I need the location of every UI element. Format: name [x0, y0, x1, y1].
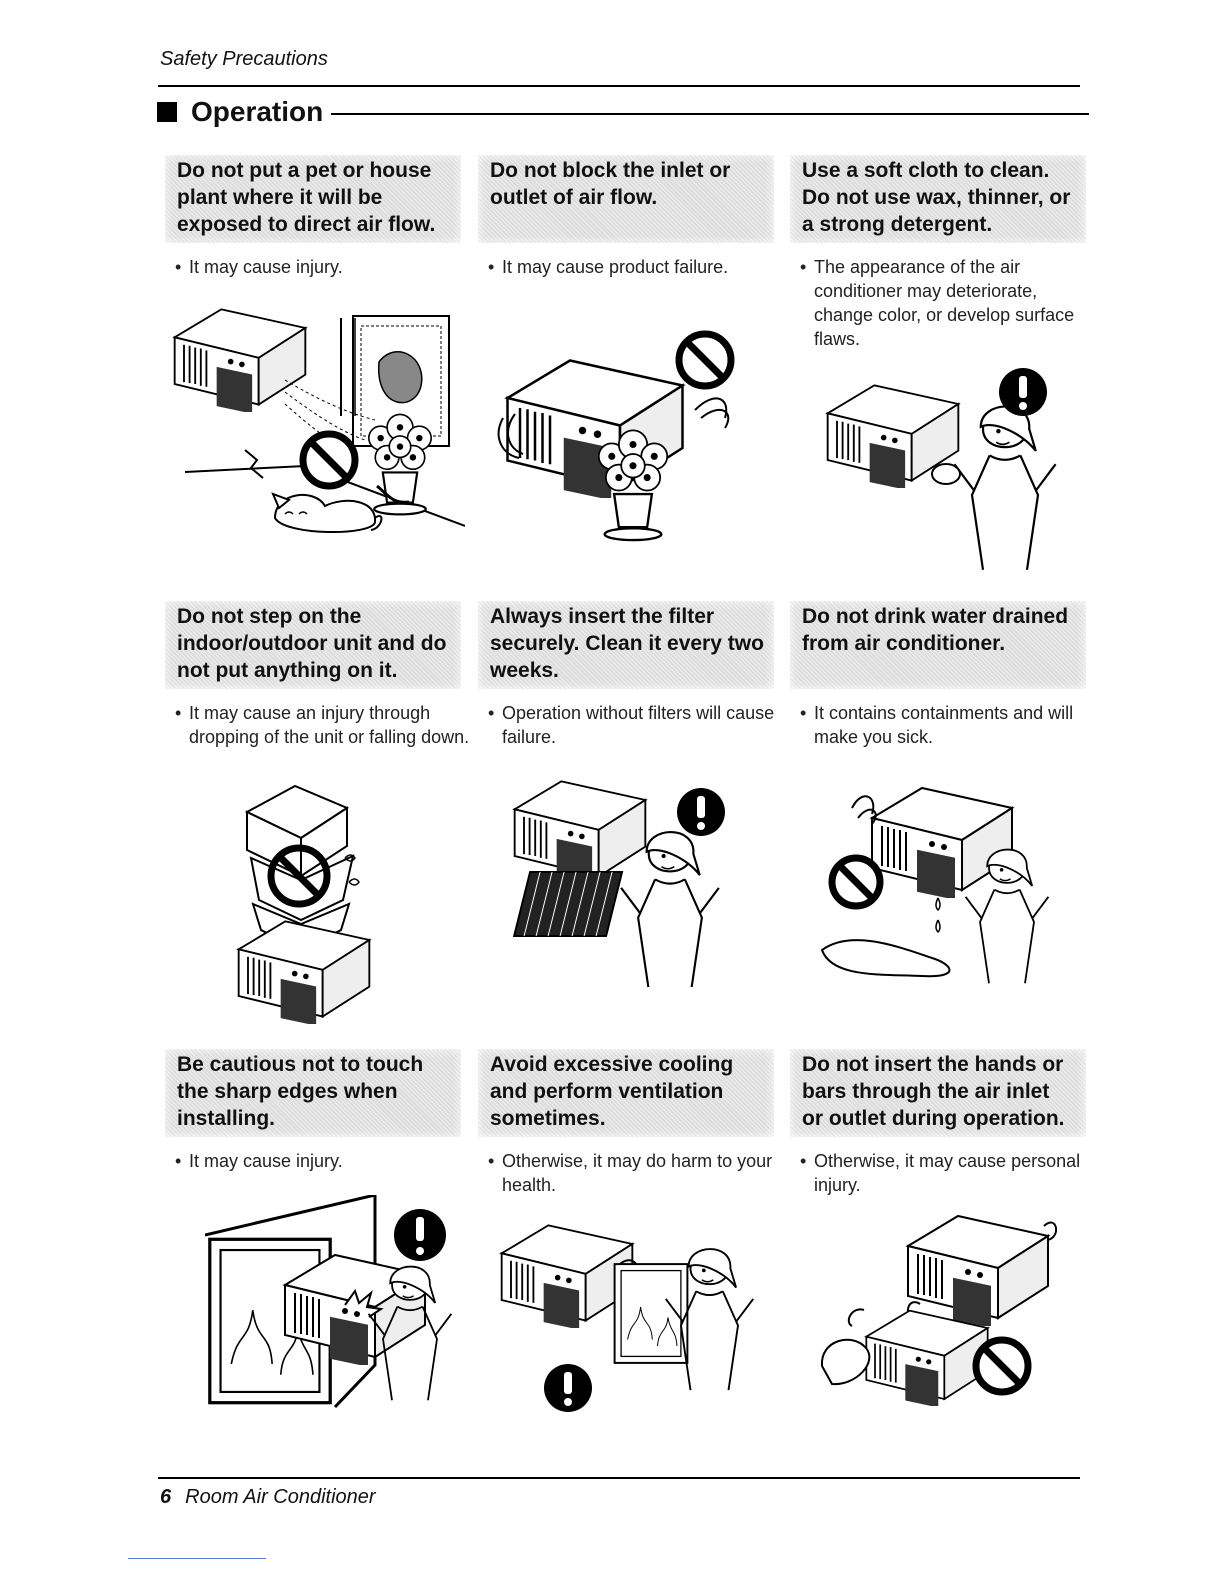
- mandatory-icon: [677, 788, 725, 836]
- heading-square-bullet: [157, 102, 177, 122]
- heading-rule: [331, 113, 1089, 115]
- illustration-soft-cloth: [818, 366, 1058, 581]
- warning-banner: Do not put a pet or house plant where it…: [165, 155, 461, 243]
- section-title: Operation: [191, 96, 324, 127]
- illustration-stacked-boxes: [225, 780, 385, 1025]
- warning-banner: Do not block the inlet or outlet of air …: [478, 155, 774, 243]
- mandatory-icon: [999, 368, 1047, 416]
- illustration-hands-in-inlet: [812, 1206, 1057, 1406]
- bullet-text: It may cause product failure.: [478, 255, 788, 279]
- warning-banner: Do not drink water drained from air cond…: [790, 601, 1086, 689]
- precaution-card: Do not block the inlet or outlet of air …: [478, 155, 790, 279]
- precaution-card: Do not step on the indoor/outdoor unit a…: [165, 601, 477, 749]
- precaution-card: Do not insert the hands or bars through …: [790, 1049, 1102, 1197]
- warning-banner: Avoid excessive cooling and perform vent…: [478, 1049, 774, 1137]
- prohibition-icon: [972, 1336, 1032, 1396]
- illustration-sharp-edges: [205, 1195, 455, 1413]
- warning-banner: Do not insert the hands or bars through …: [790, 1049, 1086, 1137]
- top-rule: [158, 85, 1080, 87]
- prohibition-icon: [299, 430, 359, 490]
- prohibition-icon: [828, 854, 884, 910]
- bottom-rule: [158, 1477, 1080, 1479]
- warning-banner: Do not step on the indoor/outdoor unit a…: [165, 601, 461, 689]
- precaution-card: Do not drink water drained from air cond…: [790, 601, 1102, 749]
- prohibition-icon: [267, 844, 331, 908]
- illustration-insert-filter: [505, 772, 745, 987]
- mandatory-icon: [394, 1209, 446, 1261]
- precaution-card: Do not put a pet or house plant where it…: [165, 155, 477, 279]
- bullet-text: Otherwise, it may do harm to your health…: [478, 1149, 788, 1197]
- bullet-text: It may cause injury.: [165, 255, 475, 279]
- warning-banner: Be cautious not to touch the sharp edges…: [165, 1049, 461, 1137]
- page-footer: 6 Room Air Conditioner: [160, 1486, 376, 1509]
- warning-banner: Always insert the filter securely. Clean…: [478, 601, 774, 689]
- running-head: Safety Precautions: [160, 48, 328, 70]
- illustration-pet-plant-airflow: [165, 300, 465, 550]
- bullet-text: The appearance of the air conditioner ma…: [790, 255, 1100, 351]
- bullet-text: It may cause injury.: [165, 1149, 475, 1173]
- warning-banner: Use a soft cloth to clean. Do not use wa…: [790, 155, 1086, 243]
- bullet-text: Operation without filters will cause fai…: [478, 701, 788, 749]
- page-number: 6: [160, 1486, 172, 1508]
- illustration-ventilation: [492, 1206, 757, 1421]
- prohibition-icon: [675, 330, 735, 390]
- precaution-card: Use a soft cloth to clean. Do not use wa…: [790, 155, 1102, 351]
- footer-title: Room Air Conditioner: [185, 1486, 376, 1508]
- mandatory-icon: [544, 1364, 592, 1412]
- illustration-drained-water: [812, 778, 1057, 993]
- edge-line: [128, 1558, 266, 1559]
- illustration-blocked-inlet: [495, 318, 755, 548]
- precaution-card: Always insert the filter securely. Clean…: [478, 601, 790, 749]
- bullet-text: Otherwise, it may cause personal injury.: [790, 1149, 1100, 1197]
- bullet-text: It contains containments and will make y…: [790, 701, 1100, 749]
- precaution-card: Avoid excessive cooling and perform vent…: [478, 1049, 790, 1197]
- section-heading: Operation: [157, 96, 1089, 128]
- bullet-text: It may cause an injury through dropping …: [165, 701, 475, 749]
- precaution-card: Be cautious not to touch the sharp edges…: [165, 1049, 477, 1173]
